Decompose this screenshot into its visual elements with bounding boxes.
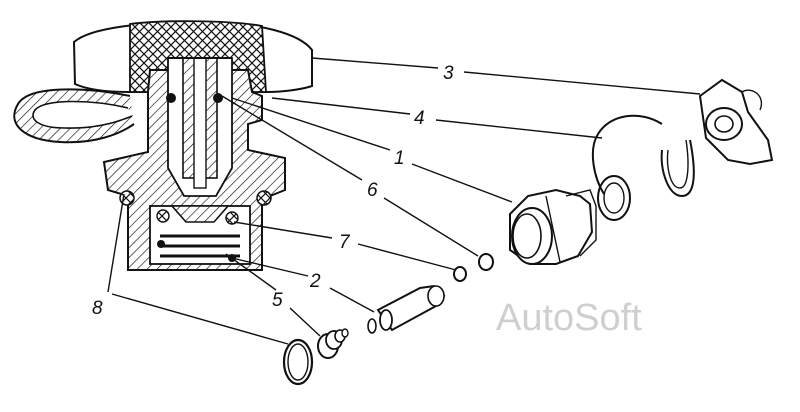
pin-part-2 <box>367 284 446 334</box>
o-ring-part-7 <box>453 266 467 282</box>
o-ring-part-6 <box>478 253 494 271</box>
wing-nut-part-3 <box>698 78 774 166</box>
spring-part-5 <box>317 328 349 359</box>
callout-8: 8 <box>92 298 103 319</box>
callout-4: 4 <box>414 108 425 129</box>
callout-labels: 3 4 1 6 7 2 5 8 <box>92 63 454 319</box>
spring-in-body <box>160 234 240 258</box>
o-ring-sections <box>119 93 272 262</box>
callout-7: 7 <box>339 232 351 253</box>
callout-5: 5 <box>272 290 283 311</box>
watermark: AutoSoft <box>496 297 642 339</box>
valve-body-section <box>13 20 313 271</box>
callout-1: 1 <box>394 148 405 169</box>
fitting-part-1 <box>509 188 597 265</box>
callout-6: 6 <box>367 180 378 201</box>
strap-part-4 <box>591 114 695 221</box>
o-ring-part-8 <box>282 338 314 386</box>
callout-3: 3 <box>443 63 454 84</box>
callout-2: 2 <box>309 271 321 292</box>
leader-lines <box>107 57 701 345</box>
